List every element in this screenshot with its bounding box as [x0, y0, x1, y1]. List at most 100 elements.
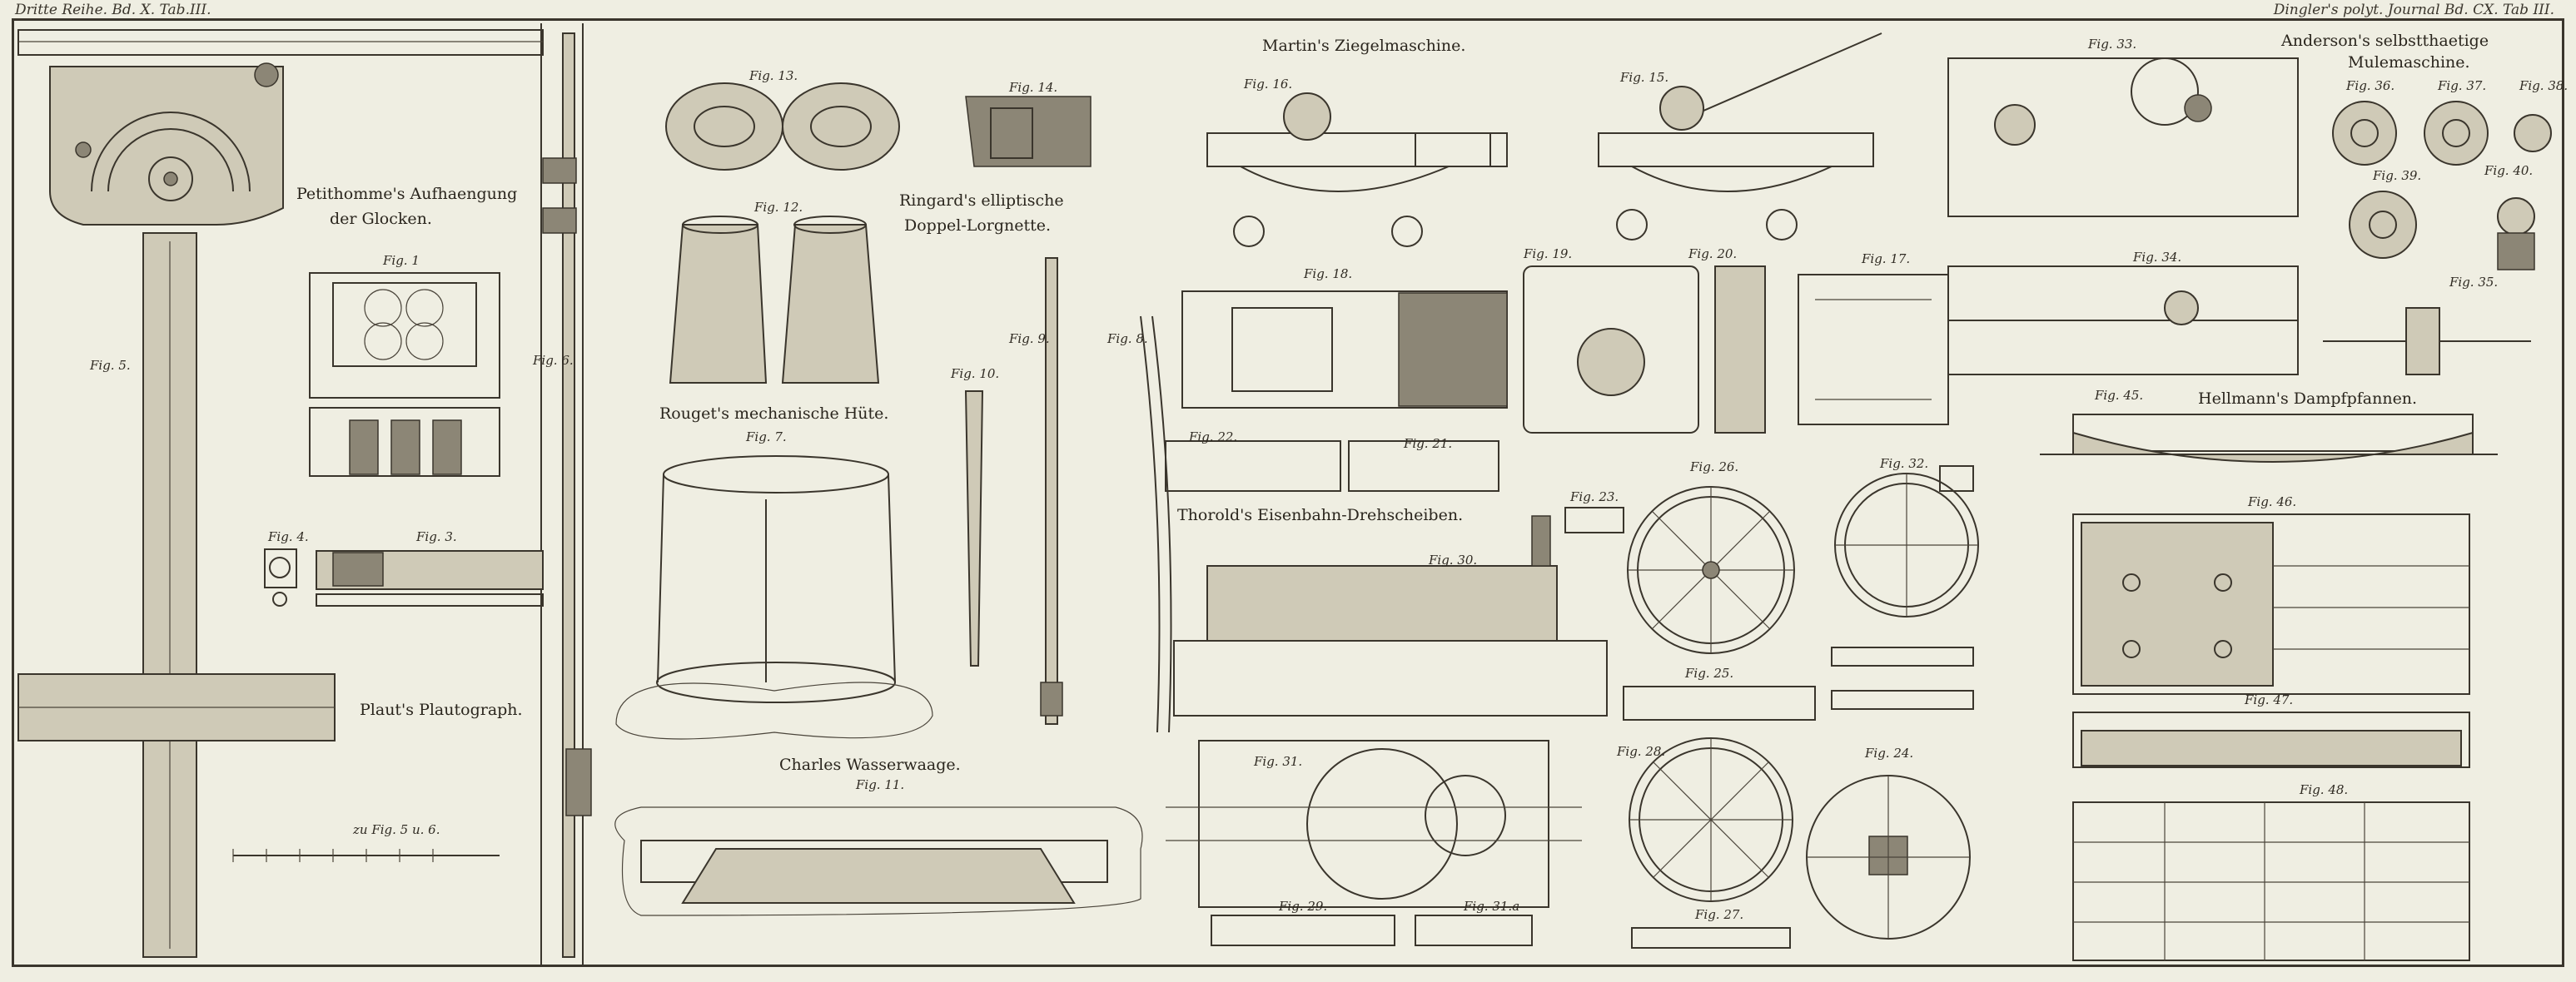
label-fig24: Fig. 24.: [1865, 746, 1914, 761]
fig34-drawing: [1947, 265, 2299, 375]
fig10-drawing: [964, 390, 984, 667]
fig39-drawing: [2349, 191, 2417, 259]
label-fig8: Fig. 8.: [1107, 331, 1148, 346]
fig31-drawing: [1166, 740, 1582, 908]
label-fig12: Fig. 12.: [754, 200, 803, 215]
fig36-drawing: [2332, 101, 2397, 166]
label-fig48: Fig. 48.: [2300, 782, 2349, 797]
fig22-drawing: [1165, 440, 1341, 492]
fig23-drawing: [1564, 507, 1624, 533]
fig18-drawing: [1181, 290, 1508, 409]
fig15-drawing: [1598, 32, 1882, 241]
label-fig15: Fig. 15.: [1620, 70, 1669, 85]
title-plaut: Plaut's Plautograph.: [360, 701, 523, 719]
label-fig25: Fig. 25.: [1685, 666, 1734, 681]
fig7-drawing: [615, 455, 933, 740]
label-fig38: Fig. 38.: [2519, 78, 2569, 93]
fig45-drawing: [2040, 414, 2498, 463]
plate-border: [12, 18, 2564, 967]
label-fig46: Fig. 46.: [2248, 494, 2297, 509]
label-fig26: Fig. 26.: [1690, 459, 1739, 474]
fig1-drawing: [309, 272, 500, 477]
fig13-drawing: [665, 82, 900, 171]
label-fig18: Fig. 18.: [1304, 266, 1353, 281]
fig3-drawing: [316, 550, 544, 607]
label-fig29: Fig. 29.: [1279, 899, 1328, 914]
fig28-drawing: [1629, 737, 1793, 902]
fig33-drawing: [1947, 57, 2299, 217]
label-fig22: Fig. 22.: [1189, 429, 1238, 444]
fig9-drawing: [1040, 257, 1063, 725]
label-fig19: Fig. 19.: [1524, 246, 1573, 261]
fig25-drawing: [1623, 686, 1816, 721]
fig40-drawing: [2497, 197, 2535, 270]
label-fig32: Fig. 32.: [1880, 456, 1929, 471]
label-fig30: Fig. 30.: [1429, 553, 1478, 568]
plate-header-left: Dritte Reihe. Bd. X. Tab.III.: [15, 2, 211, 18]
label-fig3: Fig. 3.: [416, 529, 457, 544]
label-fig40: Fig. 40.: [2484, 163, 2534, 178]
label-fig39: Fig. 39.: [2373, 168, 2422, 183]
scale-bar: [232, 849, 500, 862]
title-martin: Martin's Ziegelmaschine.: [1262, 37, 1466, 55]
label-fig35: Fig. 35.: [2449, 275, 2499, 290]
fig17-drawing: [1798, 274, 1949, 425]
label-fig31a: Fig. 31.a: [1464, 899, 1520, 914]
fig31a-drawing: [1415, 915, 1533, 946]
fig8-drawing: [1140, 315, 1172, 733]
fig6-drawing: [542, 32, 592, 958]
fig12-drawing: [669, 216, 880, 384]
label-fig36: Fig. 36.: [2346, 78, 2395, 93]
title-charles: Charles Wasserwaage.: [779, 756, 961, 774]
title-thorold: Thorold's Eisenbahn-Drehscheiben.: [1177, 506, 1464, 524]
label-fig10: Fig. 10.: [951, 366, 1000, 381]
label-fig23: Fig. 23.: [1570, 489, 1619, 504]
fig32-drawing: [1834, 465, 1979, 617]
label-fig17: Fig. 17.: [1862, 251, 1911, 266]
fig14-drawing: [965, 96, 1092, 167]
label-fig21: Fig. 21.: [1404, 436, 1453, 451]
label-fig13: Fig. 13.: [749, 68, 798, 83]
title-rouget: Rouget's mechanische Hüte.: [659, 404, 889, 423]
title-petithomme-line2: der Glocken.: [330, 210, 432, 228]
fig26-drawing: [1627, 486, 1795, 654]
fig37-drawing: [2424, 101, 2489, 166]
label-fig28: Fig. 28.: [1617, 744, 1666, 759]
title-ringard-line2: Doppel-Lorgnette.: [904, 216, 1052, 235]
label-fig4: Fig. 4.: [268, 529, 309, 544]
fig30-drawing: [1173, 515, 1608, 717]
title-hellmann: Hellmann's Dampfpfannen.: [2198, 389, 2418, 408]
scale-caption: zu Fig. 5 u. 6.: [353, 822, 440, 837]
label-fig1: Fig. 1: [383, 253, 420, 268]
fig46-drawing: [2072, 513, 2470, 695]
plate-header-right: Dingler's polyt. Journal Bd. CX. Tab III…: [2273, 2, 2554, 18]
fig11-drawing: [614, 806, 1143, 916]
fig16-drawing: [1206, 92, 1508, 247]
fig24-drawing: [1806, 775, 1971, 940]
fig19-drawing: [1523, 265, 1699, 434]
fig29-drawing: [1211, 915, 1395, 946]
fig5-drawing: [17, 29, 544, 958]
title-ringard-line1: Ringard's elliptische: [899, 191, 1064, 210]
label-fig45: Fig. 45.: [2095, 388, 2144, 403]
label-fig11: Fig. 11.: [856, 777, 905, 792]
title-anderson-line2: Mulemaschine.: [2348, 53, 2470, 72]
label-fig34: Fig. 34.: [2133, 250, 2182, 265]
title-petithomme-line1: Petithomme's Aufhaengung: [296, 185, 518, 203]
label-fig20: Fig. 20.: [1688, 246, 1738, 261]
label-fig16: Fig. 16.: [1244, 77, 1293, 92]
label-fig27: Fig. 27.: [1695, 907, 1744, 922]
title-anderson-line1: Anderson's selbstthaetige: [2281, 32, 2489, 50]
fig4-drawing: [264, 548, 297, 607]
label-fig5: Fig. 5.: [90, 358, 131, 373]
label-fig9: Fig. 9.: [1009, 331, 1050, 346]
label-fig14: Fig. 14.: [1009, 80, 1058, 95]
label-fig31: Fig. 31.: [1254, 754, 1303, 769]
fig48-drawing: [2072, 801, 2470, 961]
label-fig47: Fig. 47.: [2245, 692, 2294, 707]
rail-sections: [1831, 647, 1974, 710]
label-fig33: Fig. 33.: [2088, 37, 2137, 52]
label-fig6: Fig. 6.: [533, 353, 574, 368]
